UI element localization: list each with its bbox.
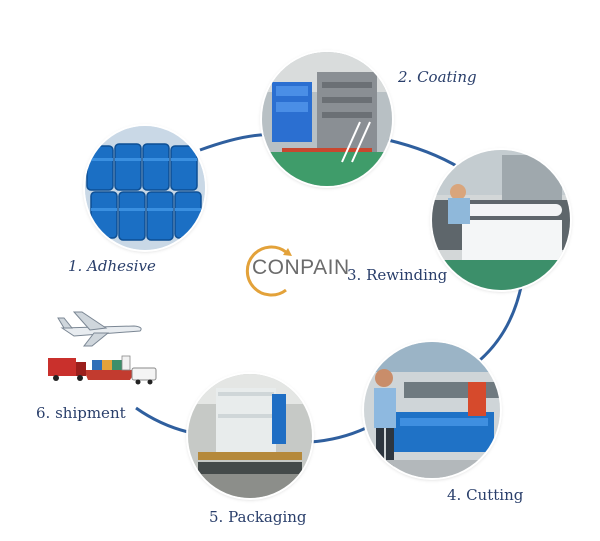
logo-arc-icon bbox=[245, 245, 287, 297]
step-label-coating: 2. Coating bbox=[398, 68, 477, 86]
blue-drums-photo bbox=[85, 126, 205, 250]
step-label-cutting: 4. Cutting bbox=[447, 486, 524, 504]
rewinding-machine-photo bbox=[432, 150, 570, 290]
airplane-icon bbox=[57, 311, 142, 347]
cutting-machine-photo bbox=[364, 342, 500, 478]
cargo-ship-icon bbox=[84, 355, 136, 380]
step-label-adhesive: 1. Adhesive bbox=[68, 257, 156, 275]
coating-machine-photo bbox=[262, 52, 392, 186]
logo-text: CONPAIN bbox=[252, 256, 350, 279]
connector-4-5 bbox=[309, 426, 367, 444]
connector-2-3 bbox=[387, 138, 461, 170]
packaging-photo bbox=[188, 374, 312, 498]
connector-3-4 bbox=[473, 281, 524, 367]
van-icon bbox=[131, 367, 157, 385]
shipment-illustration bbox=[44, 306, 162, 388]
connector-5-6 bbox=[135, 406, 189, 434]
step-label-shipment: 6. shipment bbox=[36, 404, 126, 422]
step-label-packaging: 5. Packaging bbox=[209, 508, 307, 526]
step-label-rewinding: 3. Rewinding bbox=[347, 266, 448, 284]
conpain-logo: CONPAIN bbox=[242, 244, 352, 298]
truck-icon bbox=[48, 358, 86, 381]
